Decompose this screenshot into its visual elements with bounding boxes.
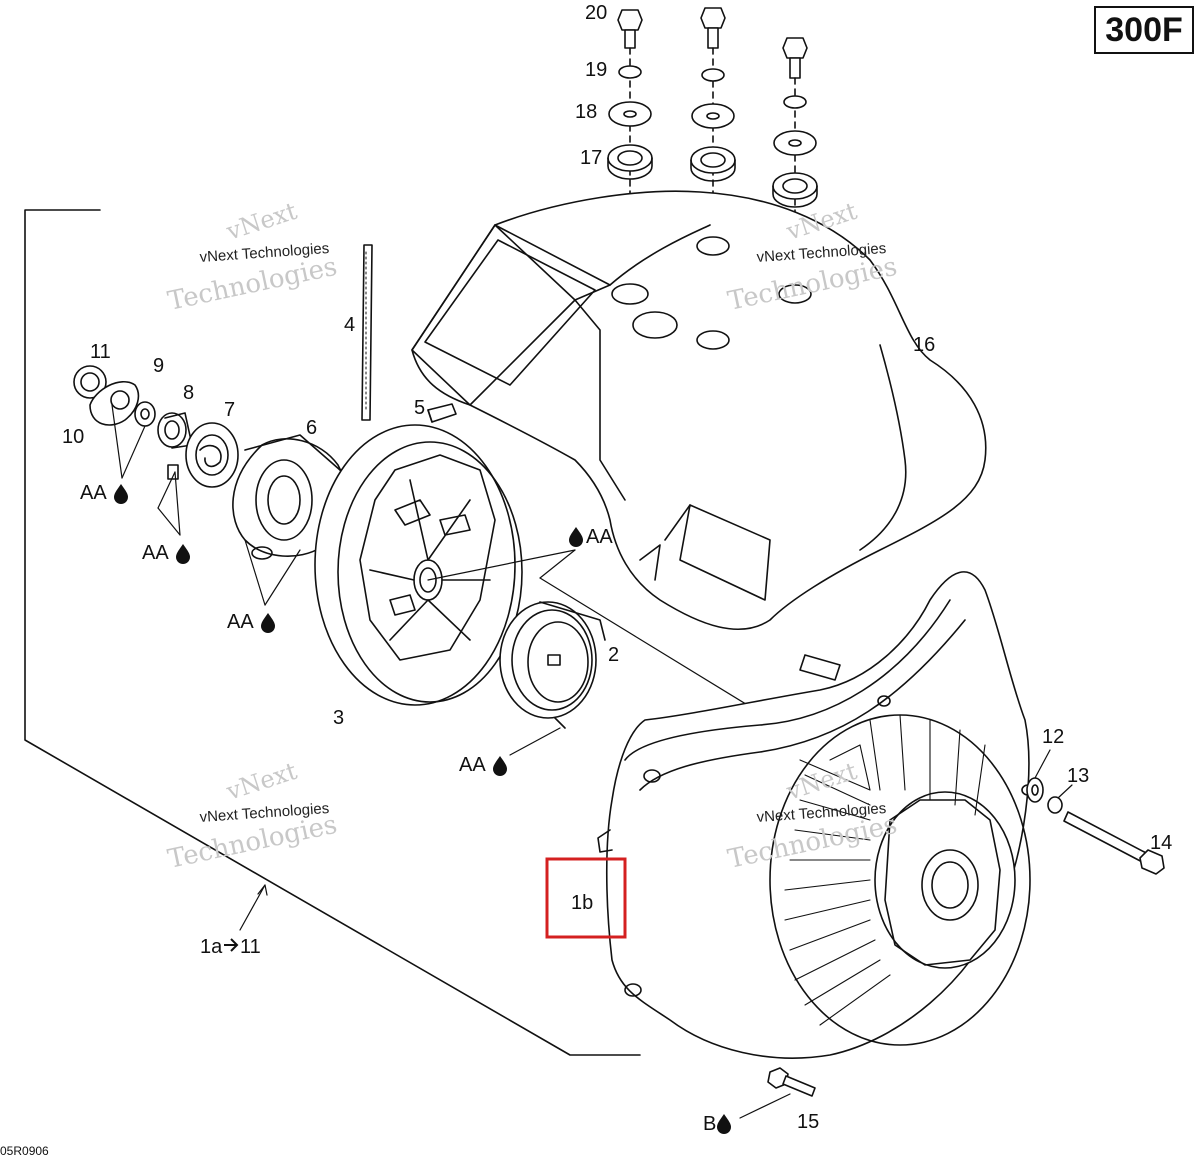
svg-text:vNext: vNext <box>222 757 300 806</box>
circlip-11 <box>73 365 107 399</box>
sheet-code-box: 300F <box>1094 6 1194 54</box>
callout-5: 5 <box>414 397 425 419</box>
callout-7: 7 <box>224 399 235 421</box>
bolt-15 <box>739 1067 816 1119</box>
washer-12 <box>1026 777 1044 803</box>
drawing-id: 05R0906 <box>0 1144 49 1158</box>
callout-17: 17 <box>580 147 602 169</box>
lube-aa-marker-5: AA <box>459 754 507 776</box>
callout-20: 20 <box>585 2 607 24</box>
callout-8: 8 <box>183 382 194 404</box>
callout-12: 12 <box>1042 726 1064 748</box>
washer-19-set <box>618 65 807 109</box>
callout-18: 18 <box>575 101 597 123</box>
callout-9: 9 <box>153 355 164 377</box>
svg-text:vNext: vNext <box>222 197 300 246</box>
callout-19: 19 <box>585 59 607 81</box>
callout-11: 11 <box>90 341 111 363</box>
callout-3: 3 <box>333 707 344 729</box>
highlight-box-1b <box>545 857 627 939</box>
lube-aa-marker-1: AA <box>80 482 128 504</box>
lube-aa-marker-4: AA <box>569 526 613 548</box>
fan-cover-16 <box>411 190 987 631</box>
pawl-7 <box>167 422 239 488</box>
fan-housing-1b <box>597 571 1035 1059</box>
svg-text:AA: AA <box>142 542 169 564</box>
leaders-12-13-14 <box>1034 749 1073 799</box>
svg-text:1a: 1a <box>200 936 223 958</box>
kit-leader <box>239 884 266 931</box>
callout-6: 6 <box>306 417 317 439</box>
rope-4 <box>361 244 373 421</box>
callout-4: 4 <box>344 314 355 336</box>
svg-text:AA: AA <box>80 482 107 504</box>
lube-aa-marker-3: AA <box>227 611 275 633</box>
callout-16: 16 <box>913 334 935 356</box>
bushing-8 <box>157 412 193 449</box>
aa-leaders-upper <box>111 404 181 536</box>
callout-2: 2 <box>608 644 619 666</box>
callout-1b: 1b <box>571 892 593 914</box>
sheet-code: 300F <box>1105 10 1183 49</box>
washer-9 <box>134 401 156 427</box>
key-5 <box>427 403 457 423</box>
callout-15: 15 <box>797 1111 819 1133</box>
washer-18-set <box>608 101 817 156</box>
lube-b-marker: B <box>703 1113 731 1135</box>
aa-leaders-3 <box>427 549 773 721</box>
recoil-spring-2 <box>499 601 606 729</box>
svg-text:AA: AA <box>227 611 254 633</box>
grommet-17-set <box>607 144 818 208</box>
rope-pulley-3 <box>314 424 523 706</box>
watermark-top-left: vNext vNext Technologies Technologies <box>165 197 340 317</box>
callout-10: 10 <box>62 426 84 448</box>
watermark-bottom-left: vNext vNext Technologies Technologies <box>165 757 340 875</box>
kit-bracket <box>24 209 641 1056</box>
callout-1a-11: 1a 11 <box>200 936 261 958</box>
washer-13 <box>1047 796 1063 814</box>
svg-text:AA: AA <box>586 526 613 548</box>
callout-13: 13 <box>1067 765 1089 787</box>
aa-leader-2 <box>509 727 561 756</box>
svg-text:AA: AA <box>459 754 486 776</box>
callout-14: 14 <box>1150 832 1172 854</box>
plate-10 <box>89 380 140 426</box>
svg-text:B: B <box>703 1113 716 1135</box>
svg-text:11: 11 <box>240 936 261 958</box>
lube-aa-marker-2: AA <box>142 542 190 564</box>
aa-leaders-6 <box>244 539 301 606</box>
bolt-14 <box>1063 811 1165 875</box>
